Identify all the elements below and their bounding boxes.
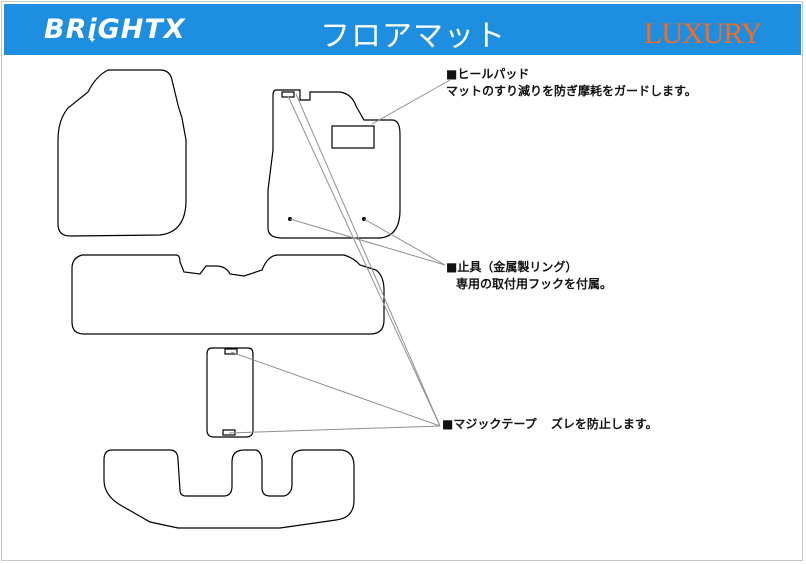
front-right-mat bbox=[267, 89, 401, 239]
header-bar: BRiGHTX ✦ フロアマット LUXURY bbox=[4, 4, 801, 55]
leader-heel-pad bbox=[371, 79, 451, 125]
leader-velcro-front2 bbox=[295, 93, 441, 427]
third-row-mat bbox=[103, 449, 355, 529]
heel-pad-desc: マットのすり減りを防ぎ摩耗をガードします。 bbox=[446, 84, 697, 98]
leader-hook-right bbox=[363, 218, 446, 266]
velcro-note: ■マジックテープ ズレを防止します。 bbox=[442, 416, 658, 433]
tunnel-mat bbox=[206, 347, 254, 438]
heel-pad-title: ■ヒールパッド bbox=[446, 67, 530, 81]
front-left-mat bbox=[57, 69, 187, 237]
leader-velcro-front bbox=[287, 95, 441, 427]
velcro-tab-top bbox=[224, 348, 238, 355]
heel-pad bbox=[331, 125, 375, 149]
leader-velcro-tunnel-bottom bbox=[228, 425, 441, 434]
heel-pad-note: ■ヒールパッド マットのすり減りを防ぎ摩耗をガードします。 bbox=[446, 66, 697, 100]
luxury-badge: LUXURY bbox=[644, 17, 762, 50]
rear-mat bbox=[71, 254, 385, 335]
velcro-title: ■マジックテープ bbox=[442, 417, 537, 431]
leader-velcro-tunnel-top bbox=[230, 351, 441, 427]
page-title: フロアマット bbox=[320, 19, 506, 54]
fastener-title: ■止具（金属製リング） bbox=[446, 260, 578, 274]
fastener-desc: 専用の取付用フックを付属。 bbox=[456, 277, 613, 291]
leader-hook-left bbox=[289, 218, 446, 266]
velcro-desc: ズレを防止します。 bbox=[550, 417, 658, 431]
fastener-note: ■止具（金属製リング） 専用の取付用フックを付属。 bbox=[446, 259, 612, 293]
brand-logo: BRiGHTX bbox=[44, 14, 186, 45]
star-icon: ✦ bbox=[88, 35, 97, 46]
